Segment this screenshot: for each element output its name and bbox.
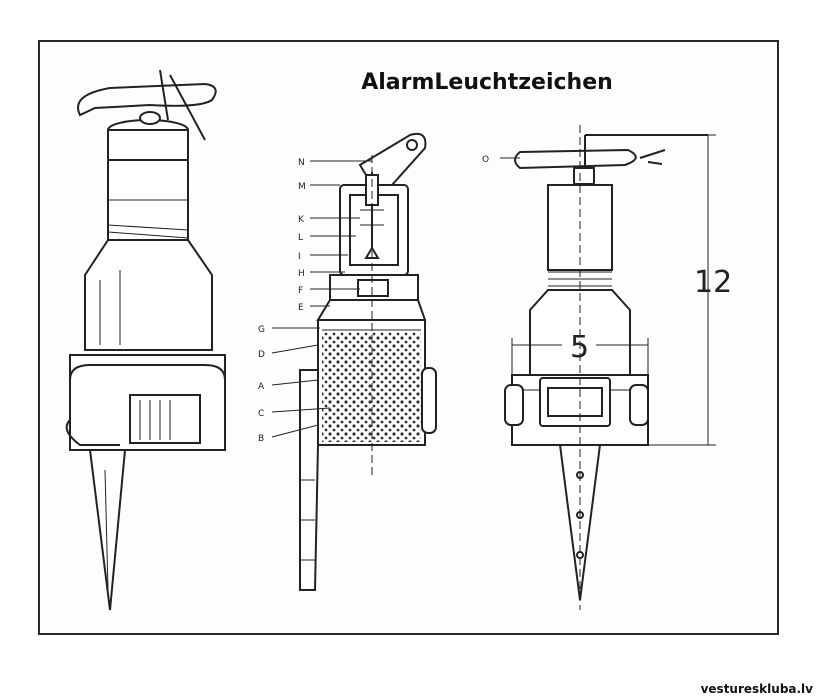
label-e: E (298, 303, 304, 313)
label-o: O (482, 155, 489, 165)
label-g: G (258, 325, 265, 335)
cross-section-view (271, 132, 437, 591)
label-k: K (298, 215, 305, 225)
page-title: AlarmLeuchtzeichen (361, 70, 613, 95)
label-c: C (258, 409, 264, 419)
dimension-height: 12 (694, 265, 732, 300)
section-labels: N M K L I H F E G D A C B (258, 158, 306, 444)
label-n: N (298, 158, 305, 168)
elevation-view (500, 125, 716, 610)
label-a: A (258, 382, 265, 392)
dimension-width: 5 (570, 330, 589, 365)
label-b: B (258, 434, 264, 444)
label-f: F (298, 286, 303, 296)
label-i: I (298, 252, 301, 262)
label-m: M (298, 182, 306, 192)
perspective-view (65, 69, 226, 611)
watermark: vestureskluba.lv (700, 682, 813, 696)
label-d: D (258, 350, 265, 360)
label-l: L (298, 233, 303, 243)
label-h: H (298, 269, 305, 279)
